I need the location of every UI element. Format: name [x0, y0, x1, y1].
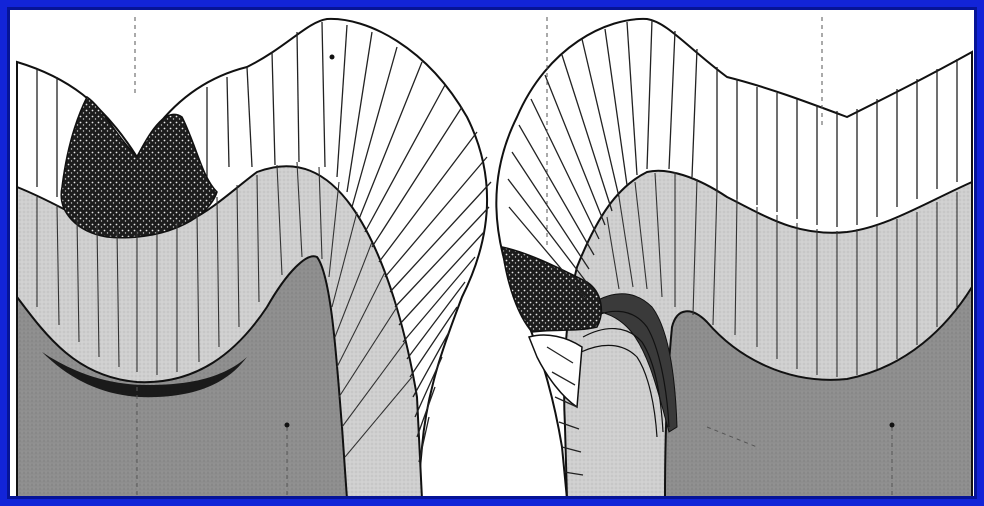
left-marker-dot: [330, 55, 335, 60]
left-pulp-dot: [285, 423, 290, 428]
tooth-sections-illustration: [7, 7, 977, 499]
left-tooth-section: [17, 17, 491, 499]
right-pulp-dot: [890, 423, 895, 428]
right-tooth-section: [496, 17, 972, 499]
